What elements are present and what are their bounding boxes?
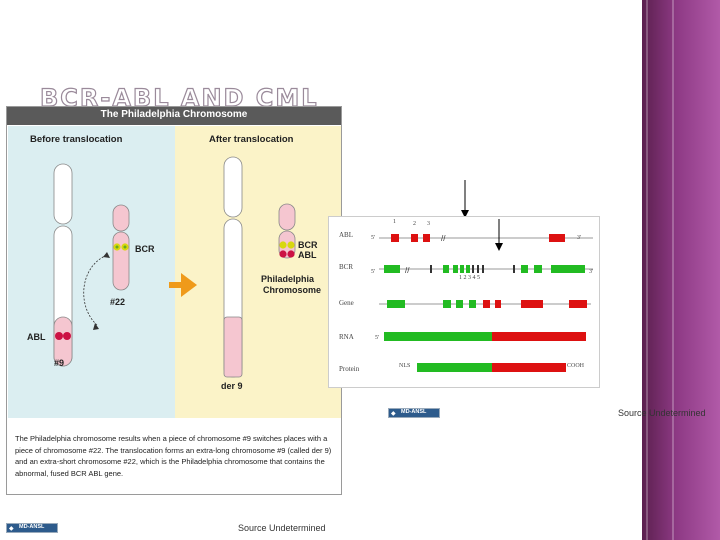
rna-five-prime: 5' — [375, 335, 380, 341]
decorative-side-band — [642, 0, 720, 540]
breakpoint-arrow-top — [461, 180, 469, 218]
svg-text://: // — [441, 234, 446, 243]
chr22-label: #22 — [110, 297, 126, 307]
bcr-exon-labels: 1 2 3 4 5 — [459, 275, 480, 281]
figure-title: The Philadelphia Chromosome — [100, 109, 248, 120]
nls-label: NLS — [399, 363, 411, 369]
philadelphia-label-line1: Philadelphia — [261, 274, 315, 284]
philadelphia-figure: The Philadelphia Chromosome Before trans… — [6, 106, 342, 495]
bcr-abl-fusion-marker — [279, 241, 295, 258]
md-anderson-logo-left: ◆ MD-ANSL — [6, 523, 58, 533]
row-label-abl: ABL — [339, 231, 353, 239]
fusion-rna-row — [384, 332, 586, 341]
before-label: Before translocation — [30, 134, 123, 145]
bcr-five-prime: 5' — [371, 269, 376, 275]
row-label-gene: Gene — [339, 299, 354, 307]
chr9-label: #9 — [54, 358, 65, 368]
logo-text: MD-ANSL — [401, 409, 427, 415]
exon-label-2: 2 — [413, 221, 416, 227]
exon-label-3: 3 — [427, 221, 430, 227]
logo-text: MD-ANSL — [19, 524, 45, 530]
logo-icon: ◆ — [9, 525, 14, 532]
abl-five-prime: 5' — [371, 235, 376, 241]
figure-header-bar — [7, 107, 341, 125]
gene-structure-drawing: // // — [379, 219, 593, 372]
bcr-gene-marker — [113, 243, 129, 251]
logo-icon: ◆ — [391, 410, 396, 417]
bcr-abl-gene-diagram: ABL BCR Gene RNA Protein 1 2 3 5' 3' 5' … — [328, 216, 600, 388]
abl-after-label: ABL — [298, 250, 317, 260]
before-panel: Before translocation — [8, 126, 175, 418]
after-label: After translocation — [209, 134, 294, 145]
exon-label-1: 1 — [393, 219, 396, 225]
source-caption-bottom: Source Undetermined — [238, 523, 326, 533]
band-stripe — [672, 0, 674, 540]
fusion-protein-row — [417, 363, 566, 372]
bcr-three-prime: 3' — [589, 269, 594, 275]
source-caption-right: Source Undetermined — [618, 408, 706, 418]
md-anderson-logo-right: ◆ MD-ANSL — [388, 408, 440, 418]
svg-text://: // — [405, 266, 410, 275]
translocation-arrow-icon — [169, 273, 197, 297]
band-stripe — [646, 0, 648, 540]
figure-caption: The Philadelphia chromosome results when… — [15, 434, 332, 478]
after-panel: After translocation — [175, 126, 341, 418]
bcr-row: // — [379, 265, 593, 275]
row-label-protein: Protein — [339, 365, 360, 373]
swap-arrow-head — [103, 252, 110, 258]
chromosome-drawing — [53, 156, 296, 378]
bcr-after-label: BCR — [298, 240, 318, 250]
der9-label: der 9 — [221, 381, 243, 391]
fusion-gene-row — [379, 300, 591, 308]
abl-row: // — [379, 234, 593, 243]
swap-arrow — [83, 254, 108, 326]
abl-label: ABL — [27, 332, 46, 342]
abl-gene-marker — [55, 332, 71, 340]
philadelphia-label-line2: Chromosome — [263, 285, 322, 295]
row-label-rna: RNA — [339, 333, 354, 341]
philadelphia-chromosome — [278, 203, 296, 259]
chromosome-9 — [53, 163, 73, 367]
bcr-label: BCR — [135, 244, 155, 254]
swap-arrow-tail — [93, 323, 99, 330]
der9-chromosome — [223, 156, 243, 378]
row-label-bcr: BCR — [339, 263, 354, 271]
cooh-label: COOH — [567, 363, 585, 369]
breakpoint-arrow-mid-head — [495, 243, 503, 251]
